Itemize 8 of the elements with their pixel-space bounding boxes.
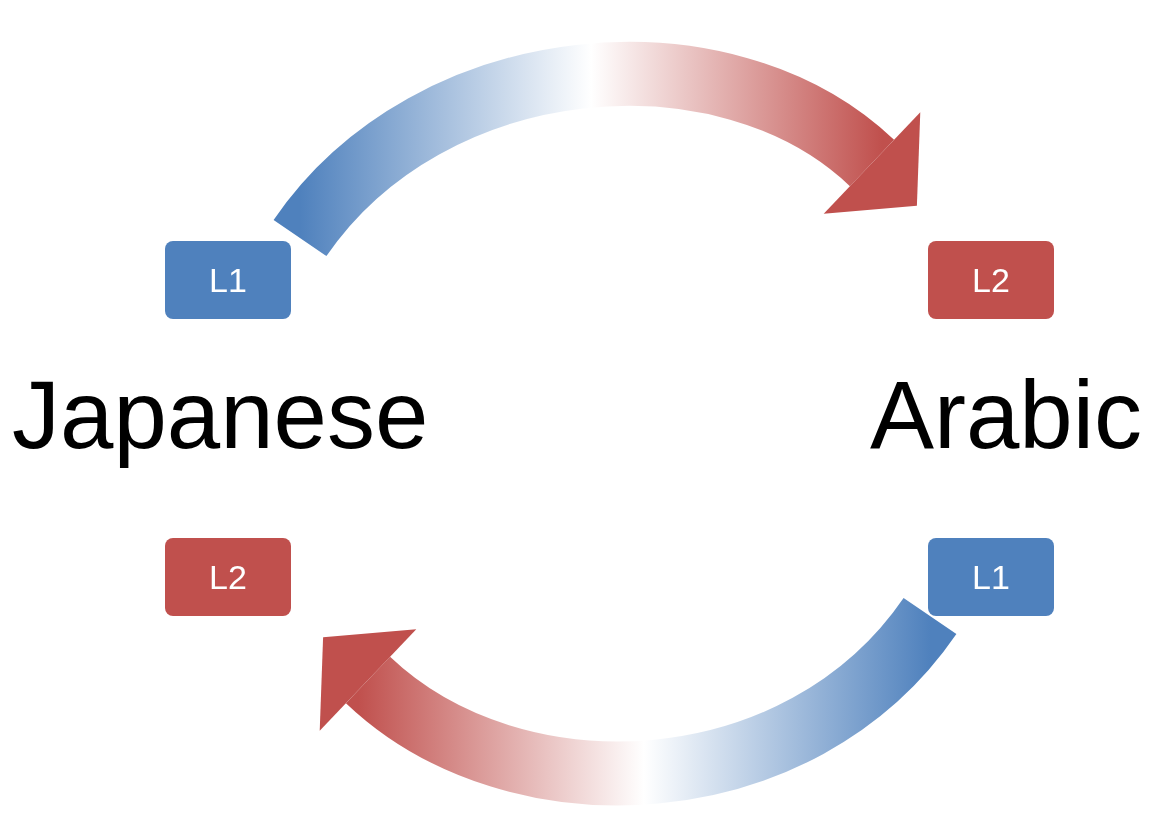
level-tag: L2 — [165, 538, 291, 616]
language-label: Japanese — [12, 362, 472, 468]
language-label: Arabic — [680, 362, 1142, 468]
level-tag: L1 — [165, 241, 291, 319]
curved-arrow — [275, 42, 921, 259]
curved-arrow — [319, 595, 955, 806]
level-tag: L2 — [928, 241, 1054, 319]
level-tag: L1 — [928, 538, 1054, 616]
